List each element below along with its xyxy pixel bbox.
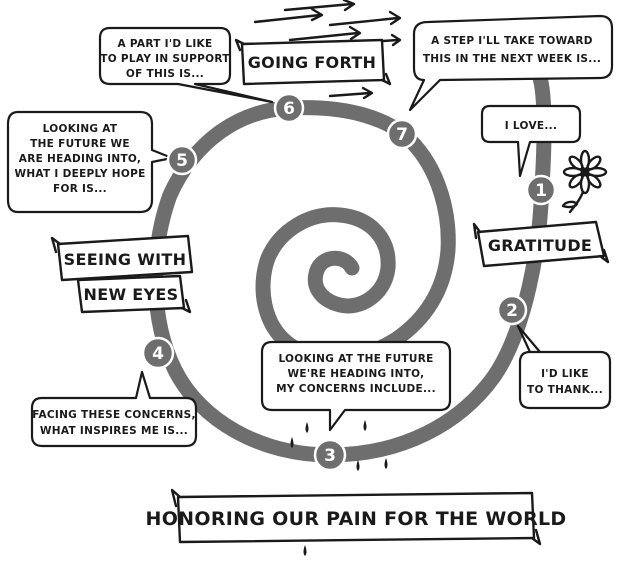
prompt-line: FOR IS... [53,183,107,195]
prompt-line: A STEP I'LL TAKE TOWARD [431,35,593,47]
prompt-line: FACING THESE CONCERNS, [32,409,196,421]
arrow-icon [253,7,324,24]
prompt-line: WHAT I DEEPLY HOPE [14,168,145,180]
prompt-line: LOOKING AT [43,123,118,135]
node-1: 1 [525,174,557,206]
prompt-line: THIS IN THE NEXT WEEK IS... [423,53,601,65]
node-6: 6 [273,92,305,124]
prompt-line: TO THANK... [527,384,603,396]
prompt-line: LOOKING AT THE FUTURE [278,353,433,365]
banner-label: NEW EYES [84,285,179,304]
prompt-line: I LOVE... [505,120,558,132]
banner-label: SEEING WITH [64,250,187,269]
node-number: 5 [176,151,188,171]
node-number: 1 [535,181,547,201]
prompt-bubble-4: FACING THESE CONCERNS, WHAT INSPIRES ME … [30,370,198,448]
raindrop-icon [290,437,294,448]
arrow-icon [328,10,402,27]
prompt-line: ARE HEADING INTO, [19,153,141,165]
motion-arrows [253,0,402,100]
prompt-line: MY CONCERNS INCLUDE... [276,383,436,395]
raindrop-icon [363,420,367,431]
node-2: 2 [496,294,528,326]
prompt-line: TO PLAY IN SUPPORT [100,53,230,65]
node-number: 6 [283,99,295,119]
prompt-line: OF THIS IS... [126,68,204,80]
node-7: 7 [386,118,418,150]
prompt-line: WHAT INSPIRES ME IS... [40,425,188,437]
node-number: 2 [506,301,518,321]
raindrop-icon [356,460,360,471]
banner-label: GRATITUDE [488,236,592,255]
raindrop-icon [305,422,309,433]
raindrops [290,420,388,556]
arrow-icon [328,86,374,100]
prompt-bubble-6: A PART I'D LIKE TO PLAY IN SUPPORT OF TH… [98,26,274,104]
banner-going-forth: GOING FORTH [234,38,392,86]
arrow-icon [288,25,362,42]
prompt-line: A PART I'D LIKE [118,38,213,50]
arrow-icon [283,0,356,12]
node-5: 5 [166,144,198,176]
banner-seeing-with-new-eyes: SEEING WITH NEW EYES [50,234,194,314]
node-4: 4 [141,336,175,370]
banner-honoring: HONORING OUR PAIN FOR THE WORLD [146,488,567,546]
node-number: 7 [396,125,408,145]
prompt-line: WE'RE HEADING INTO, [288,368,425,380]
banner-label: GOING FORTH [248,53,377,72]
prompt-bubble-1: I LOVE... [480,104,582,178]
prompt-bubble-7: A STEP I'LL TAKE TOWARD THIS IN THE NEXT… [408,14,614,112]
raindrop-icon [384,458,388,469]
node-number: 4 [152,344,164,364]
prompt-line: THE FUTURE WE [30,138,130,150]
prompt-bubble-3: LOOKING AT THE FUTURE WE'RE HEADING INTO… [260,340,452,432]
banner-gratitude: GRATITUDE [472,220,610,268]
node-number: 3 [324,446,336,466]
raindrop-icon [303,545,307,556]
prompt-bubble-2: I'D LIKE TO THANK... [516,324,612,410]
banner-label: HONORING OUR PAIN FOR THE WORLD [146,508,567,530]
prompt-bubble-5: LOOKING AT THE FUTURE WE ARE HEADING INT… [6,110,174,214]
prompt-line: I'D LIKE [541,368,589,380]
node-3: 3 [313,438,347,472]
flower-icon [561,149,608,214]
